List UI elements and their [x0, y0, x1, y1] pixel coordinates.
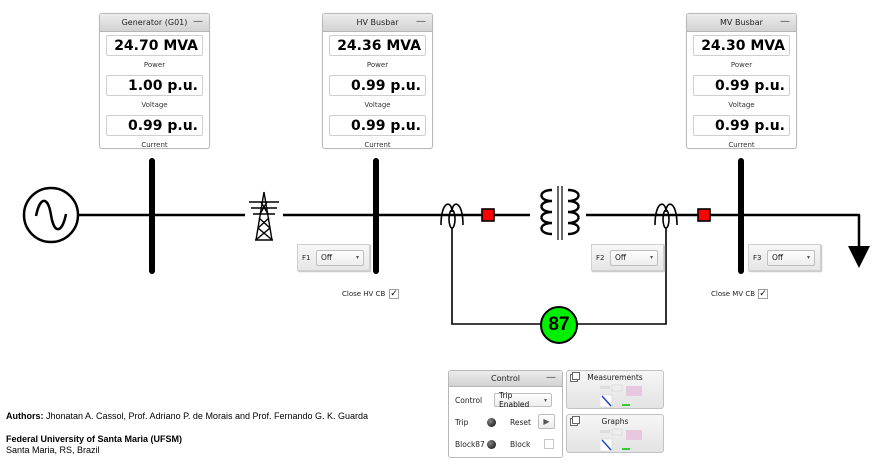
power-value: 24.30 MVA — [693, 35, 790, 56]
launcher-title: Measurements — [587, 373, 643, 382]
panel-title: HV Busbar — [356, 18, 399, 27]
reset-label: Reset — [510, 418, 531, 427]
current-value: 0.99 p.u. — [693, 115, 790, 136]
university-label: Federal University of Santa Maria (UFSM) — [6, 434, 183, 444]
select-value: Off — [615, 253, 627, 262]
close-hv-cb-checkbox[interactable]: ✓ — [389, 289, 399, 299]
power-value: 24.70 MVA — [106, 35, 203, 56]
current-label: Current — [141, 141, 168, 149]
voltage-value: 0.99 p.u. — [329, 75, 426, 96]
fault-f1-select[interactable]: Off ▾ — [316, 249, 364, 266]
panel-header[interactable]: Generator (G01) — — [100, 14, 209, 32]
current-label: Current — [728, 141, 755, 149]
launcher-title: Graphs — [601, 417, 629, 426]
block-label: Block — [510, 440, 531, 449]
trip-label: Trip — [455, 418, 469, 427]
dropdown-arrow-icon: ▾ — [543, 396, 547, 404]
thumbnail-icon — [600, 428, 642, 452]
hv-busbar-panel: HV Busbar — 24.36 MVA Power 0.99 p.u. Vo… — [322, 13, 433, 149]
fault-f3-select[interactable]: Off ▾ — [767, 249, 815, 266]
thumbnail-icon — [600, 384, 642, 408]
minimize-icon[interactable]: — — [780, 16, 790, 27]
power-label: Power — [366, 61, 389, 69]
fault-f1-box: F1 Off ▾ — [297, 244, 370, 271]
minimize-icon[interactable]: — — [193, 16, 203, 27]
close-mv-cb-checkbox[interactable]: ✓ — [758, 289, 768, 299]
trip-indicator-led — [487, 418, 496, 427]
current-value: 0.99 p.u. — [329, 115, 426, 136]
fault-label: F2 — [596, 253, 605, 262]
panel-header[interactable]: MV Busbar — — [687, 14, 796, 32]
dropdown-arrow-icon: ▾ — [649, 254, 653, 261]
dropdown-arrow-icon: ▾ — [806, 254, 810, 261]
panel-title: MV Busbar — [720, 18, 763, 27]
close-hv-cb-label: Close HV CB — [342, 290, 386, 298]
authors-line: Authors: Jhonatan A. Cassol, Prof. Adria… — [6, 411, 368, 421]
fault-f3-box: F3 Off ▾ — [748, 244, 821, 271]
select-value: Off — [772, 253, 784, 262]
generator-icon[interactable] — [22, 186, 80, 244]
voltage-label: Voltage — [141, 101, 168, 109]
location: Santa Maria, RS, Brazil — [6, 445, 100, 455]
authors-names: Jhonatan A. Cassol, Prof. Adriano P. de … — [43, 411, 369, 421]
mv-circuit-breaker[interactable] — [697, 208, 711, 222]
generator-panel: Generator (G01) — 24.70 MVA Power 1.00 p… — [99, 13, 210, 149]
graphs-launcher[interactable]: Graphs — [566, 414, 664, 453]
reset-button[interactable]: ▶ — [538, 414, 555, 429]
fault-f2-box: F2 Off ▾ — [591, 244, 664, 271]
panel-title: Generator (G01) — [121, 18, 188, 27]
close-mv-cb-label: Close MV CB — [711, 290, 756, 298]
power-label: Power — [143, 61, 166, 69]
fault-f2-select[interactable]: Off ▾ — [610, 249, 658, 266]
window-icon — [570, 372, 580, 382]
power-label: Power — [730, 61, 753, 69]
power-transformer-icon — [540, 186, 580, 240]
fault-label: F1 — [302, 253, 311, 262]
window-icon — [570, 416, 580, 426]
load-arrow-icon — [848, 215, 870, 268]
measurements-launcher[interactable]: Measurements — [566, 370, 664, 409]
block-checkbox[interactable] — [544, 439, 554, 449]
minimize-icon[interactable]: — — [546, 372, 556, 383]
voltage-label: Voltage — [364, 101, 391, 109]
control-panel: Control — Control Trip Enabled ▾ Trip Re… — [448, 370, 563, 458]
transmission-tower-icon — [249, 191, 279, 241]
voltage-label: Voltage — [728, 101, 755, 109]
panel-header[interactable]: HV Busbar — — [323, 14, 432, 32]
control-mode-select[interactable]: Trip Enabled ▾ — [494, 391, 552, 409]
voltage-value: 1.00 p.u. — [106, 75, 203, 96]
differential-relay-87[interactable]: 87 — [540, 306, 578, 344]
power-value: 24.36 MVA — [329, 35, 426, 56]
authors-label: Authors: — [6, 411, 44, 421]
current-value: 0.99 p.u. — [106, 115, 203, 136]
university-name: Federal University of Santa Maria (UFSM) — [6, 434, 182, 444]
block87-indicator-led — [487, 440, 496, 449]
voltage-value: 0.99 p.u. — [693, 75, 790, 96]
control-label: Control — [455, 396, 483, 405]
hv-circuit-breaker[interactable] — [481, 208, 495, 222]
relay-label: 87 — [548, 314, 570, 335]
minimize-icon[interactable]: — — [416, 16, 426, 27]
control-panel-title: Control — [491, 374, 520, 383]
block87-label: Block87 — [455, 440, 485, 449]
control-panel-header[interactable]: Control — — [449, 371, 562, 387]
fault-label: F3 — [753, 253, 762, 262]
dropdown-arrow-icon: ▾ — [355, 254, 359, 261]
select-value: Off — [321, 253, 333, 262]
current-label: Current — [364, 141, 391, 149]
mv-busbar-panel: MV Busbar — 24.30 MVA Power 0.99 p.u. Vo… — [686, 13, 797, 149]
select-value: Trip Enabled — [499, 391, 530, 409]
